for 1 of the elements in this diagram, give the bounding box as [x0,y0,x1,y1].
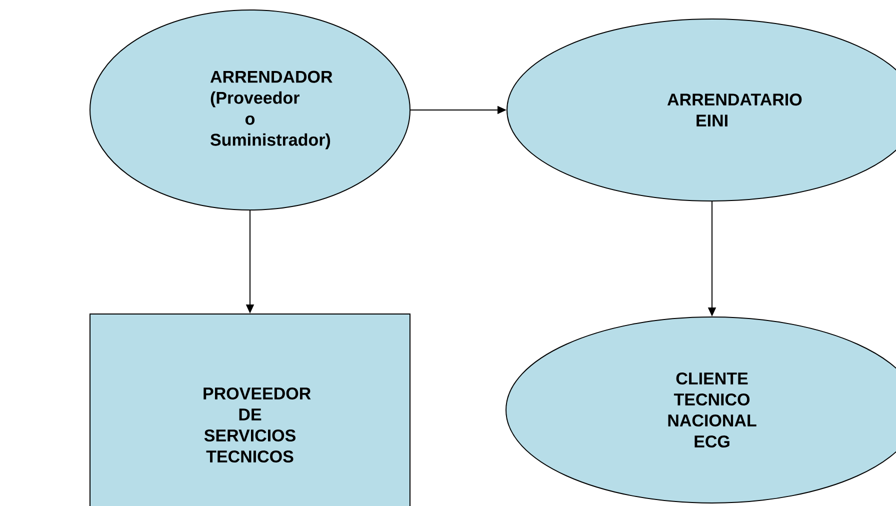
process-box: PROVEEDOR DE SERVICIOS TECNICOS [90,314,410,506]
